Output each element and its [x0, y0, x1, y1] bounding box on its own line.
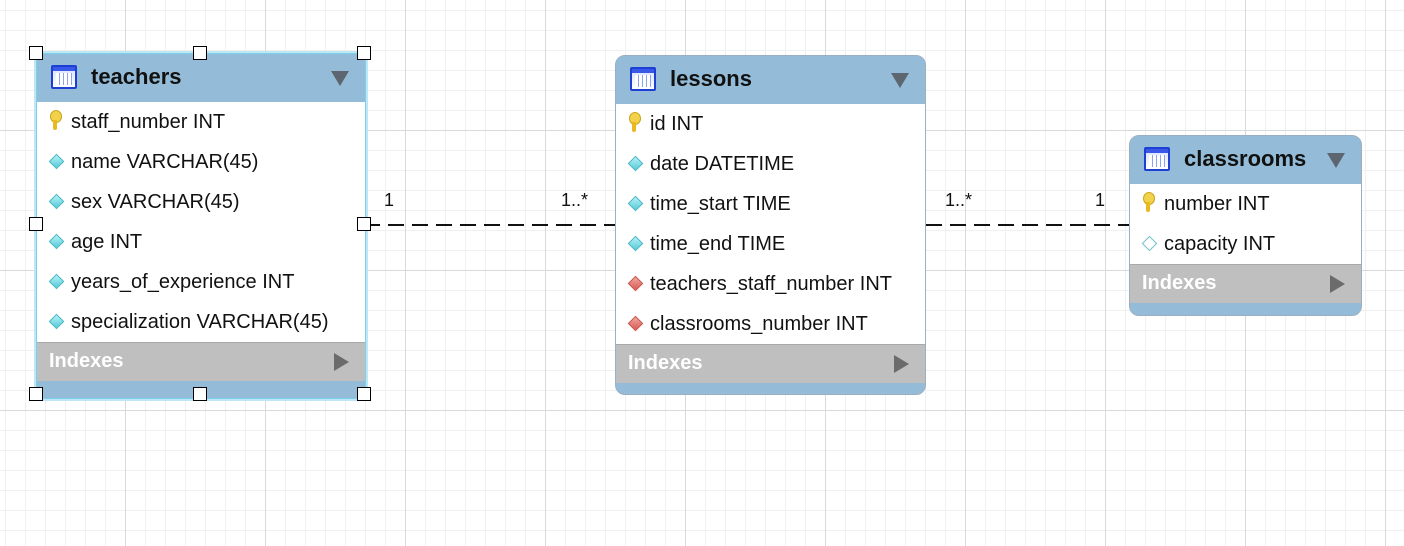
column-label: time_start TIME [650, 193, 791, 215]
column-label: date DATETIME [650, 153, 795, 175]
column-row[interactable]: number INT [1130, 184, 1361, 224]
column-diamond-icon [627, 195, 644, 212]
column-label: sex VARCHAR(45) [71, 191, 240, 213]
entity-header[interactable]: lessons [616, 56, 925, 104]
column-diamond-icon [48, 273, 65, 290]
resize-handle[interactable] [357, 46, 371, 60]
nullable-column-icon [1141, 235, 1158, 252]
column-row[interactable]: classrooms_number INT [616, 304, 925, 344]
column-row[interactable]: specialization VARCHAR(45) [37, 302, 365, 342]
entity-title: lessons [670, 66, 752, 91]
entity-teachers[interactable]: teachers staff_number INT name VARCHAR(4… [36, 53, 366, 399]
column-row[interactable]: sex VARCHAR(45) [37, 182, 365, 222]
entity-header[interactable]: classrooms [1130, 136, 1361, 184]
column-row[interactable]: name VARCHAR(45) [37, 142, 365, 182]
column-label: classrooms_number INT [650, 313, 868, 335]
column-row[interactable]: capacity INT [1130, 224, 1361, 264]
foreign-key-icon [627, 275, 644, 292]
column-diamond-icon [627, 155, 644, 172]
expand-caret-icon[interactable] [334, 353, 349, 371]
column-diamond-icon [48, 233, 65, 250]
indexes-section[interactable]: Indexes [37, 342, 365, 381]
resize-handle[interactable] [357, 387, 371, 401]
foreign-key-icon [627, 315, 644, 332]
column-row[interactable]: time_start TIME [616, 184, 925, 224]
indexes-section[interactable]: Indexes [616, 344, 925, 383]
resize-handle[interactable] [29, 387, 43, 401]
collapse-caret-icon[interactable] [331, 71, 349, 86]
indexes-label: Indexes [1142, 272, 1217, 294]
table-icon [630, 67, 656, 91]
collapse-caret-icon[interactable] [1327, 153, 1345, 168]
column-row[interactable]: id INT [616, 104, 925, 144]
column-diamond-icon [48, 153, 65, 170]
column-label: name VARCHAR(45) [71, 151, 259, 173]
indexes-label: Indexes [628, 352, 703, 374]
cardinality-lessons-side: 1..* [945, 190, 973, 210]
table-icon [1144, 147, 1170, 171]
column-label: capacity INT [1164, 233, 1276, 255]
indexes-label: Indexes [49, 350, 124, 372]
entity-classrooms[interactable]: classrooms number INT capacity INT Index… [1129, 135, 1362, 316]
resize-handle[interactable] [193, 387, 207, 401]
column-diamond-icon [48, 313, 65, 330]
resize-handle[interactable] [193, 46, 207, 60]
primary-key-icon [628, 112, 641, 134]
resize-handle[interactable] [357, 217, 371, 231]
cardinality-classrooms-side: 1 [1095, 190, 1106, 210]
expand-caret-icon[interactable] [1330, 275, 1345, 293]
entity-title: classrooms [1184, 146, 1307, 171]
column-label: age INT [71, 231, 143, 253]
column-row[interactable]: date DATETIME [616, 144, 925, 184]
column-label: staff_number INT [71, 111, 226, 133]
expand-caret-icon[interactable] [894, 355, 909, 373]
cardinality-lessons-side: 1..* [561, 190, 589, 210]
column-row[interactable]: years_of_experience INT [37, 262, 365, 302]
column-row[interactable]: time_end TIME [616, 224, 925, 264]
column-label: teachers_staff_number INT [650, 273, 892, 295]
collapse-caret-icon[interactable] [891, 73, 909, 88]
column-label: years_of_experience INT [71, 271, 295, 293]
column-row[interactable]: teachers_staff_number INT [616, 264, 925, 304]
column-label: id INT [650, 113, 704, 135]
entity-header[interactable]: teachers [37, 54, 365, 102]
resize-handle[interactable] [29, 217, 43, 231]
indexes-section[interactable]: Indexes [1130, 264, 1361, 303]
table-icon [51, 65, 77, 89]
entity-lessons[interactable]: lessons id INT date DATETIME time_start … [615, 55, 926, 395]
column-diamond-icon [627, 235, 644, 252]
resize-handle[interactable] [29, 46, 43, 60]
column-label: time_end TIME [650, 233, 786, 255]
column-label: specialization VARCHAR(45) [71, 311, 329, 333]
column-row[interactable]: staff_number INT [37, 102, 365, 142]
primary-key-icon [49, 110, 62, 132]
column-label: number INT [1164, 193, 1270, 215]
entity-title: teachers [91, 64, 182, 89]
column-diamond-icon [48, 193, 65, 210]
column-row[interactable]: age INT [37, 222, 365, 262]
cardinality-teachers-side: 1 [384, 190, 395, 210]
primary-key-icon [1142, 192, 1155, 214]
